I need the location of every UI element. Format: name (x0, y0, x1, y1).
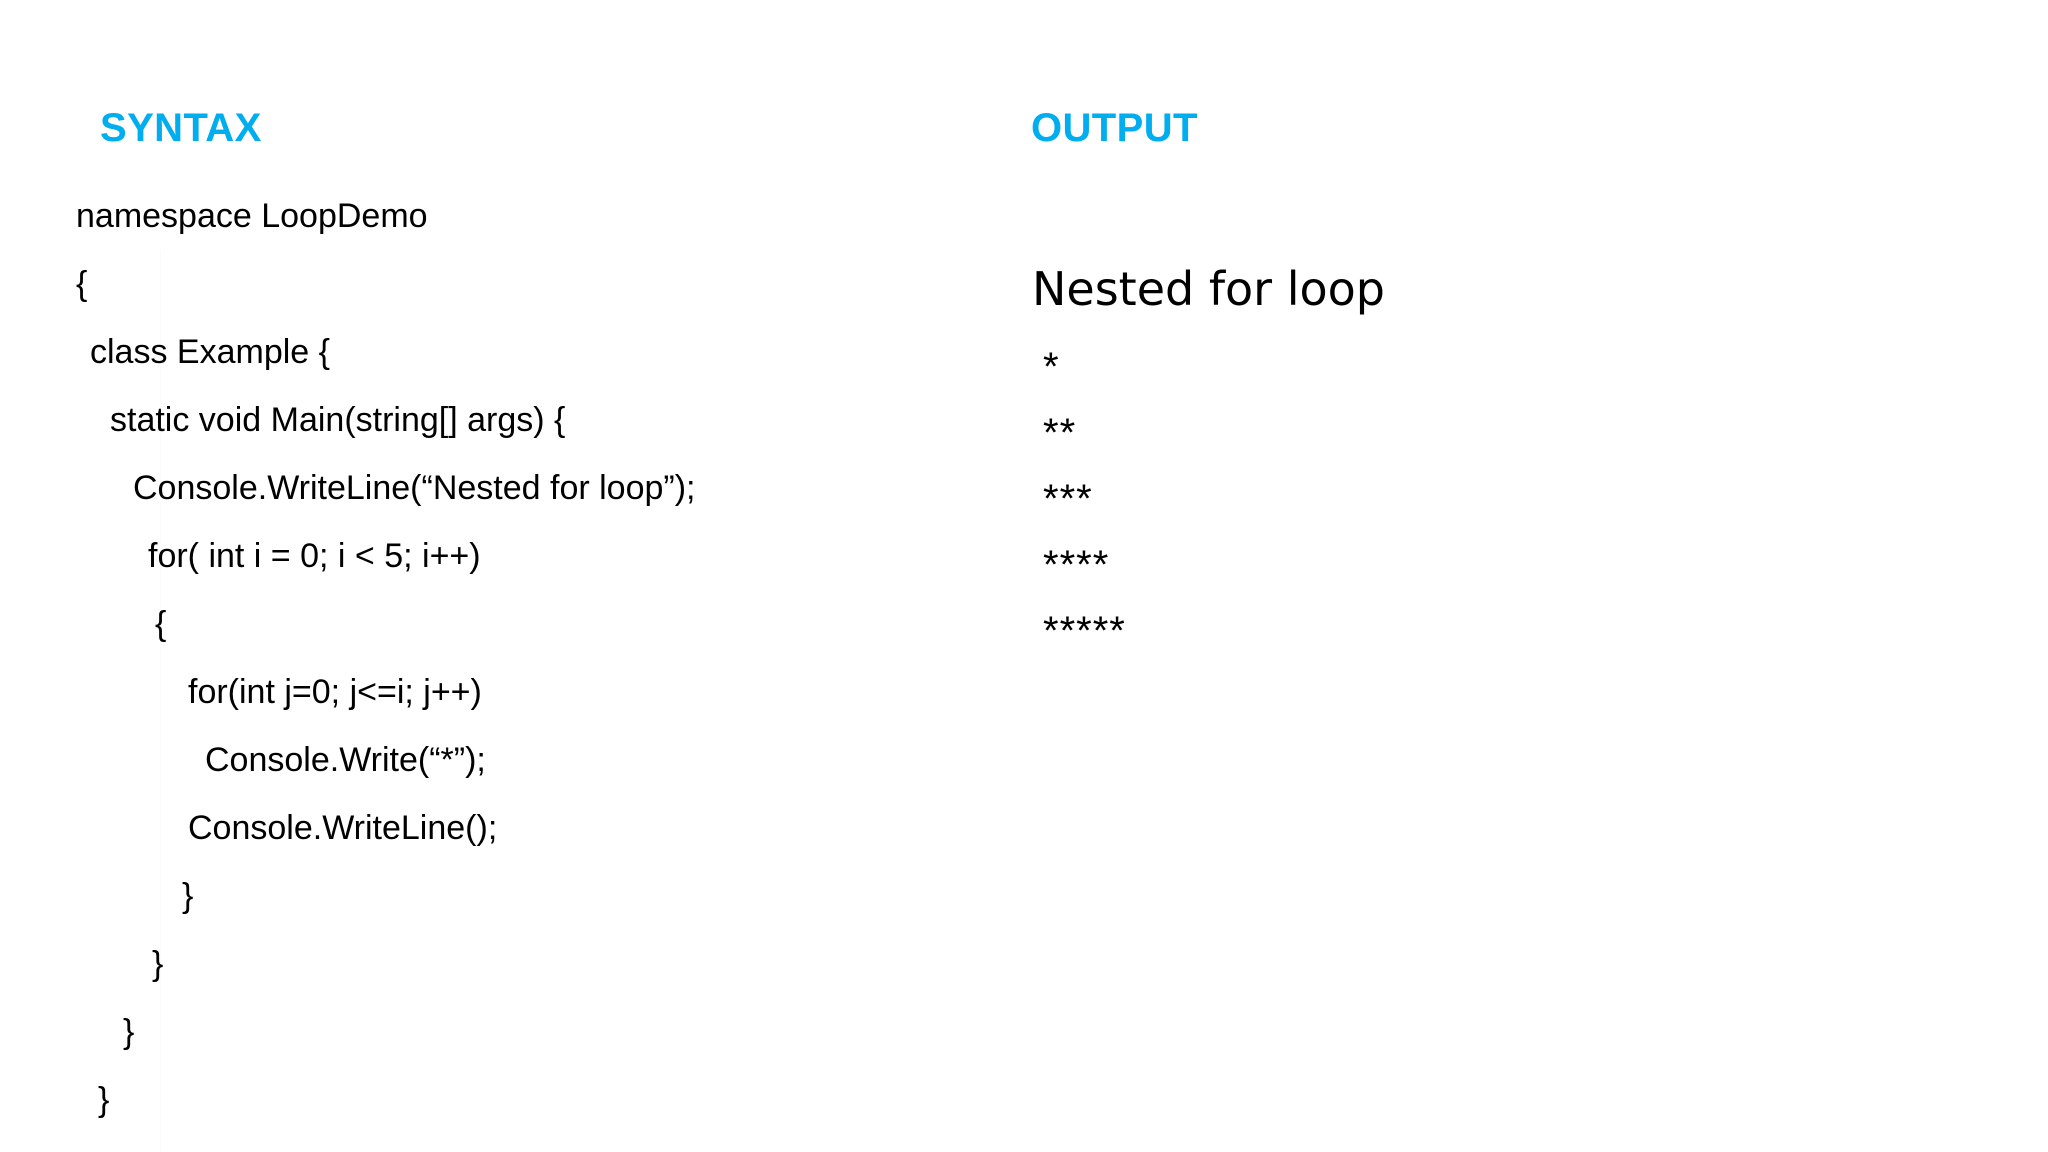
output-star-line: ***** (1043, 609, 1126, 653)
code-line: static void Main(string[] args) { (110, 401, 566, 439)
code-line: } (152, 945, 164, 983)
output-title-line: Nested for loop (1032, 262, 1385, 316)
syntax-code-block: namespace LoopDemo { class Example { sta… (0, 182, 980, 1134)
code-line: } (182, 877, 194, 915)
syntax-column-heading: SYNTAX (100, 106, 262, 150)
output-star-line: ** (1043, 411, 1077, 455)
code-line: Console.Write(“*”); (205, 741, 486, 779)
output-column-heading: OUTPUT (1031, 106, 1198, 150)
output-star-line: **** (1043, 543, 1110, 587)
code-line: { (155, 605, 167, 643)
output-star-line: *** (1043, 477, 1093, 521)
code-line: for( int i = 0; i < 5; i++) (148, 537, 481, 575)
code-line: for(int j=0; j<=i; j++) (188, 673, 482, 711)
output-console-block: Nested for loop * ** *** **** ***** (1032, 258, 1932, 664)
code-line: } (98, 1081, 110, 1119)
code-line: Console.WriteLine(); (188, 809, 498, 847)
panel-divider (160, 250, 161, 1152)
code-line: namespace LoopDemo (76, 197, 428, 235)
output-star-line: * (1043, 345, 1060, 389)
code-line: } (123, 1013, 135, 1051)
code-line: class Example { (90, 333, 330, 371)
code-line: Console.WriteLine(“Nested for loop”); (133, 469, 696, 507)
code-line: { (76, 265, 88, 303)
